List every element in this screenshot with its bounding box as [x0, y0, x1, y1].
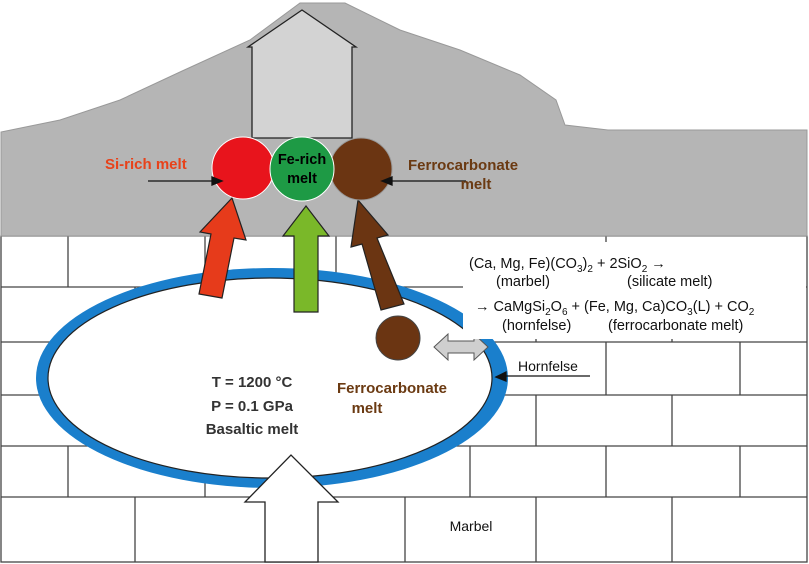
reaction-line-4-left: (hornfelse): [502, 318, 571, 334]
volcano-edifice: [0, 2, 808, 237]
input-arrow: [243, 454, 340, 563]
ferrocarbonate-top-label-2: melt: [461, 176, 492, 193]
reaction-box: [463, 242, 806, 339]
eruption-arrow: [245, 9, 359, 139]
si-rich-melt-circle: [211, 136, 275, 200]
reaction-line-2-right: (silicate melt): [627, 274, 712, 290]
ferrocarbonate-arrow: [350, 198, 405, 311]
hornfelse-label: Hornfelse: [518, 358, 578, 374]
ferrocarbonate-melt-circle: [329, 137, 393, 201]
fe-rich-melt-label: Fe-rich: [278, 152, 326, 168]
fe-rich-melt-circle: [269, 136, 335, 202]
exchange-arrow: [433, 332, 489, 362]
reaction-line-2-left: (marbel): [496, 274, 550, 290]
fe-rich-arrow: [281, 205, 331, 313]
ferrocarbonate-top-label: Ferrocarbonate: [408, 157, 518, 174]
temperature-label: T = 1200 °C: [212, 374, 293, 391]
ferrocarbonate-mid-label: Ferrocarbonate: [337, 380, 447, 397]
reaction-line-4-right: (ferrocarbonate melt): [608, 318, 743, 334]
marbel-label: Marbel: [450, 518, 493, 534]
fe-rich-melt-label-2: melt: [287, 171, 317, 187]
ferrocarbonate-mid-label-2: melt: [352, 400, 383, 417]
pointer-lines: [148, 176, 590, 382]
reaction-line-3: → CaMgSi2O6 + (Fe, Mg, Ca)CO3(L) + CO2: [475, 299, 755, 318]
reaction-equation: (Ca, Mg, Fe)(CO3)2 + 2SiO2 → (marbel) (s…: [469, 256, 755, 334]
si-rich-arrow: [198, 196, 247, 299]
pressure-label: P = 0.1 GPa: [211, 398, 294, 415]
basaltic-melt-label: Basaltic melt: [206, 421, 299, 438]
ferrocarbonate-melt-small-circle: [375, 315, 421, 361]
si-rich-melt-label: Si-rich melt: [105, 156, 187, 173]
reaction-line-1: (Ca, Mg, Fe)(CO3)2 + 2SiO2 →: [469, 256, 666, 275]
